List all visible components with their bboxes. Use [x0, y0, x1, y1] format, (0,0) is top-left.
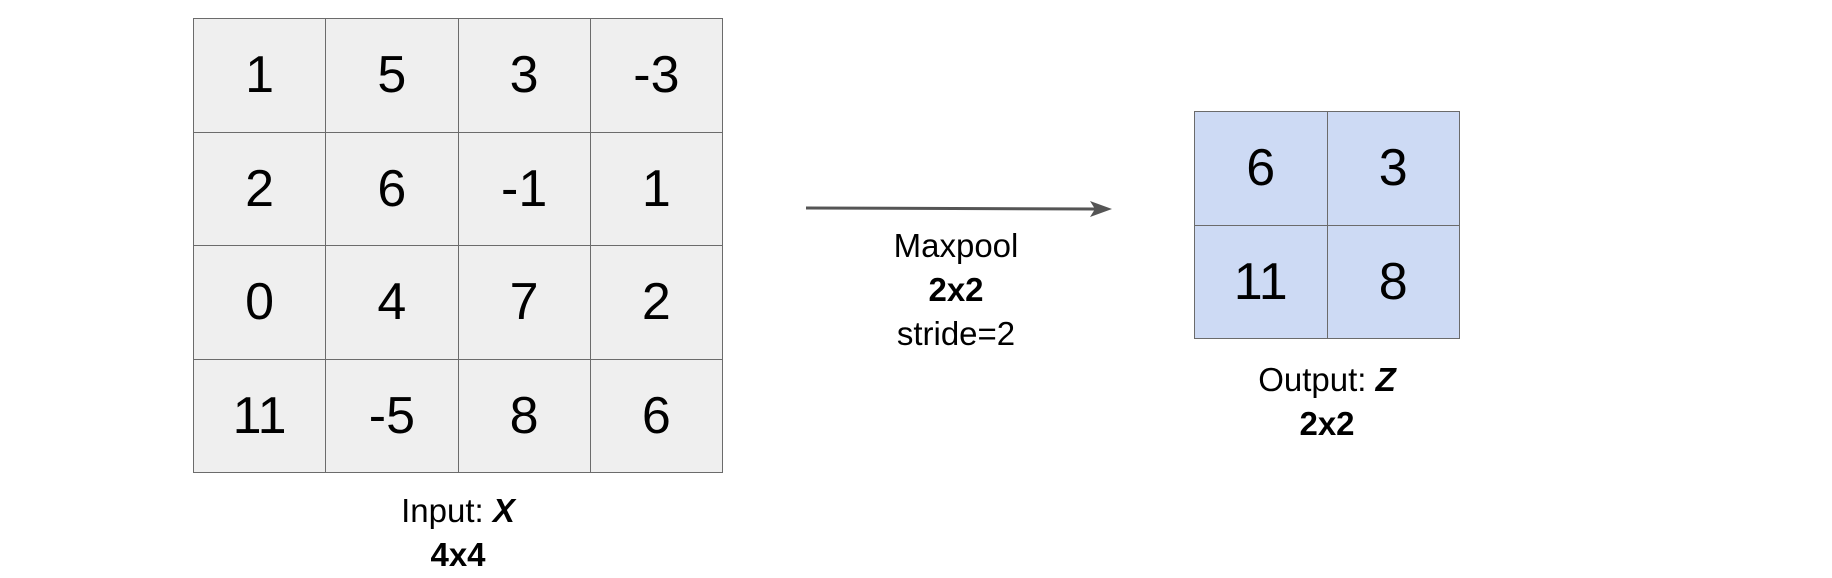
- output-cell: 8: [1327, 225, 1460, 339]
- output-label: Output: Z: [1227, 358, 1427, 402]
- input-cell: 5: [326, 19, 459, 133]
- input-label: Input: X: [358, 489, 558, 533]
- output-variable: Z: [1375, 361, 1396, 398]
- input-cell: 0: [194, 246, 327, 360]
- input-size: 4x4: [430, 536, 486, 573]
- output-cell: 11: [1195, 225, 1328, 339]
- input-cell: 3: [458, 19, 591, 133]
- input-cell: 7: [458, 246, 591, 360]
- operation-kernel: 2x2: [928, 271, 984, 308]
- output-matrix: 6 3 11 8: [1194, 111, 1460, 339]
- input-cell: 1: [590, 132, 723, 246]
- input-cell: 2: [194, 132, 327, 246]
- operation-stride: stride=2: [896, 315, 1016, 352]
- output-cell: 3: [1327, 112, 1460, 226]
- input-cell: 8: [458, 359, 591, 473]
- input-cell: -5: [326, 359, 459, 473]
- output-caption: Output: Z 2x2: [1227, 358, 1427, 446]
- input-cell: -1: [458, 132, 591, 246]
- input-cell: 4: [326, 246, 459, 360]
- input-variable: X: [492, 492, 515, 529]
- input-cell: -3: [590, 19, 723, 133]
- input-cell: 6: [326, 132, 459, 246]
- input-cell: 6: [590, 359, 723, 473]
- input-caption: Input: X 4x4: [358, 489, 558, 577]
- operation-caption: Maxpool 2x2 stride=2: [856, 224, 1056, 356]
- output-label-prefix: Output:: [1258, 361, 1376, 398]
- input-cell: 2: [590, 246, 723, 360]
- input-cell: 1: [194, 19, 327, 133]
- input-cell: 11: [194, 359, 327, 473]
- input-label-prefix: Input:: [401, 492, 493, 529]
- output-cell: 6: [1195, 112, 1328, 226]
- arrow-icon: [806, 201, 1112, 217]
- operation-name: Maxpool: [893, 227, 1019, 264]
- output-size: 2x2: [1299, 405, 1355, 442]
- input-matrix: 1 5 3 -3 2 6 -1 1 0 4 7 2 11 -5 8 6: [193, 18, 723, 473]
